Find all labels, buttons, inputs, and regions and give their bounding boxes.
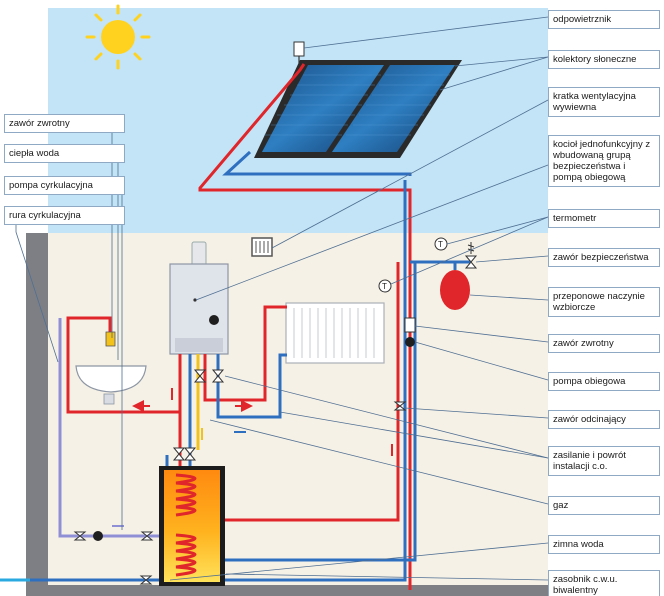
label-ciepla-woda: ciepła woda (4, 144, 125, 163)
check-valve-icon (404, 317, 416, 333)
boiler (169, 241, 229, 355)
expansion-vessel-icon (440, 262, 470, 310)
circulation-pipe (58, 318, 160, 538)
radiator (285, 302, 385, 364)
thermometer-icon (378, 237, 448, 293)
floor (26, 585, 548, 596)
sun-icon (85, 4, 151, 70)
thermometer-symbol-1: T (382, 282, 387, 291)
label-pompa-obiegowa: pompa obiegowa (548, 372, 660, 391)
solar-coil-supply (220, 262, 400, 522)
house-interior (48, 233, 548, 585)
shutoff-valve-icon (393, 401, 407, 411)
label-gaz: gaz (548, 496, 660, 515)
label-zasobnik: zasobnik c.w.u. biwalentny (548, 570, 660, 596)
label-zawor-zwrotny-right: zawór zwrotny (548, 334, 660, 353)
leader-lines-right (169, 16, 549, 581)
label-kolektory: kolektory słoneczne (548, 50, 660, 69)
solar-supply-pipe (198, 63, 412, 590)
dhw-tank (159, 466, 225, 586)
label-pompa-cyrkulacyjna: pompa cyrkulacyjna (4, 176, 125, 195)
flow-arrows (4, 376, 416, 581)
heating-return-pipe (216, 353, 287, 419)
label-zawor-bezpieczenstwa: zawór bezpieczeństwa (548, 248, 660, 267)
label-zawor-odcinajacy: zawór odcinający (548, 410, 660, 429)
solar-collectors (254, 60, 462, 158)
solar-return-pipe (222, 150, 412, 176)
label-kratka: kratka wentylacyjna wywiewna (548, 87, 660, 117)
label-zasilanie: zasilanie i powrót instalacji c.o. (548, 446, 660, 476)
label-kociol: kocioł jednofunkcyjny z wbudowaną grupą … (548, 135, 660, 187)
air-vent-icon (293, 41, 305, 57)
label-rura-cyrkulacyjna: rura cyrkulacyjna (4, 206, 125, 225)
washbasin (75, 331, 147, 405)
label-termometr: termometr (548, 209, 660, 228)
hot-water-pipe (66, 316, 180, 414)
heating-supply-pipe (203, 305, 287, 402)
wall-left (26, 233, 48, 585)
ventilation-grille-icon (251, 237, 273, 257)
circulation-pump-icon (93, 531, 103, 541)
safety-valve-icon (464, 242, 478, 269)
label-zawor-zwrotny-left: zawór zwrotny (4, 114, 125, 133)
thermometer-symbol-2: T (438, 240, 443, 249)
label-naczynie: przeponowe naczynie wzbiorcze (548, 287, 660, 317)
boiler-pump-icon (405, 337, 415, 347)
label-odpowietrznik: odpowietrznik (548, 10, 660, 29)
solar-coil-return (220, 262, 417, 562)
label-zimna-woda: zimna woda (548, 535, 660, 554)
valves-under-boiler (73, 369, 225, 585)
